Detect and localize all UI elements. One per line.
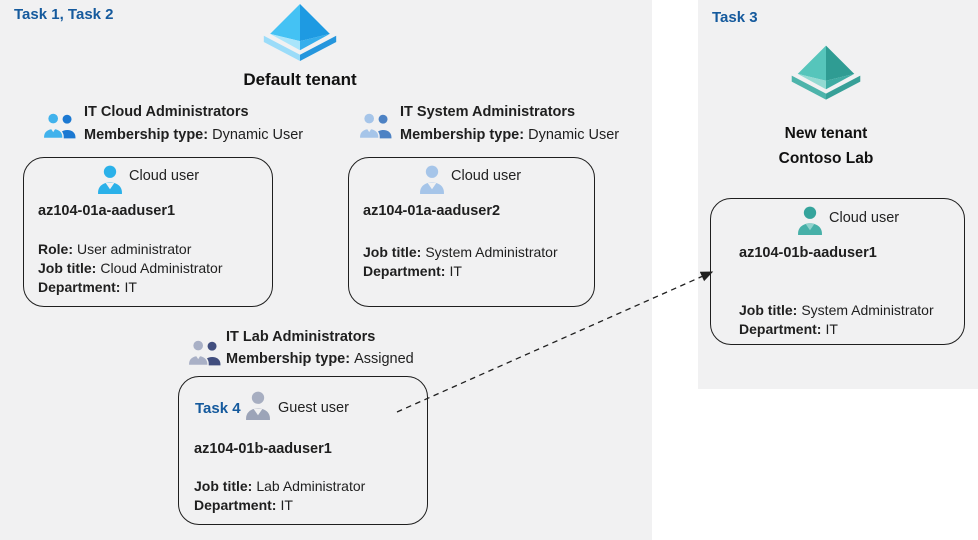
attr-row: Department:IT — [739, 321, 838, 337]
attr-row: Department:IT — [38, 279, 137, 295]
membership-label: Membership type: — [226, 351, 351, 367]
attr-row: Job title:Cloud Administrator — [38, 260, 223, 276]
new-tenant-title-line2: Contoso Lab — [778, 150, 874, 167]
group-icon — [187, 337, 221, 367]
task-3-label: Task 3 — [712, 9, 758, 26]
user-name: az104-01a-aaduser2 — [363, 203, 501, 219]
default-tenant-title: Default tenant — [243, 70, 357, 89]
user-type-label: Cloud user — [829, 210, 900, 226]
group-icon — [358, 110, 392, 140]
new-tenant-title-line1: New tenant — [784, 125, 868, 142]
cloud-user-icon — [96, 164, 124, 195]
azure-ad-tenant-icon-teal — [790, 42, 862, 104]
membership-label: Membership type: — [400, 127, 525, 143]
group-name: IT Cloud Administrators — [84, 104, 249, 120]
group-name: IT Lab Administrators — [226, 329, 376, 345]
group-icon — [42, 110, 76, 140]
membership-value: Dynamic User — [528, 127, 620, 143]
user-card: Cloud user az104-01a-aaduser2 Job title:… — [348, 157, 595, 307]
attr-row: Department:IT — [194, 497, 293, 513]
user-attributes: Role:User administrator Job title:Cloud … — [38, 240, 223, 297]
cloud-user-icon — [796, 205, 824, 236]
user-type-label: Cloud user — [451, 168, 522, 184]
user-name: az104-01a-aaduser1 — [38, 203, 176, 219]
user-type-label: Cloud user — [129, 168, 200, 184]
task-4-label: Task 4 — [195, 400, 241, 417]
guest-user-card: Task 4 Guest user az104-01b-aaduser1 Job… — [178, 376, 428, 525]
user-attributes: Job title:System Administrator Departmen… — [739, 301, 934, 339]
group-name: IT System Administrators — [400, 104, 576, 120]
group-membership: Membership type:Dynamic User — [84, 127, 303, 143]
group-membership: Membership type:Assigned — [226, 351, 414, 367]
user-type-label: Guest user — [278, 400, 349, 416]
user-name: az104-01b-aaduser1 — [194, 441, 332, 457]
attr-row: Role:User administrator — [38, 241, 192, 257]
user-card: Cloud user az104-01a-aaduser1 Role:User … — [23, 157, 273, 307]
attr-row: Job title:System Administrator — [363, 244, 558, 260]
azure-ad-tenant-icon-blue — [262, 3, 338, 63]
membership-value: Dynamic User — [212, 127, 304, 143]
membership-value: Assigned — [354, 351, 414, 367]
guest-user-icon — [244, 390, 272, 421]
attr-row: Job title:System Administrator — [739, 302, 934, 318]
user-attributes: Job title:Lab Administrator Department:I… — [194, 477, 365, 515]
attr-row: Department:IT — [363, 263, 462, 279]
user-attributes: Job title:System Administrator Departmen… — [363, 243, 558, 281]
default-tenant-panel — [0, 0, 652, 540]
user-card: Cloud user az104-01b-aaduser1 Job title:… — [710, 198, 965, 345]
membership-label: Membership type: — [84, 127, 209, 143]
task-1-2-label: Task 1, Task 2 — [14, 6, 114, 23]
attr-row: Job title:Lab Administrator — [194, 478, 366, 494]
cloud-user-icon — [418, 164, 446, 195]
group-membership: Membership type:Dynamic User — [400, 127, 619, 143]
user-name: az104-01b-aaduser1 — [739, 245, 877, 261]
